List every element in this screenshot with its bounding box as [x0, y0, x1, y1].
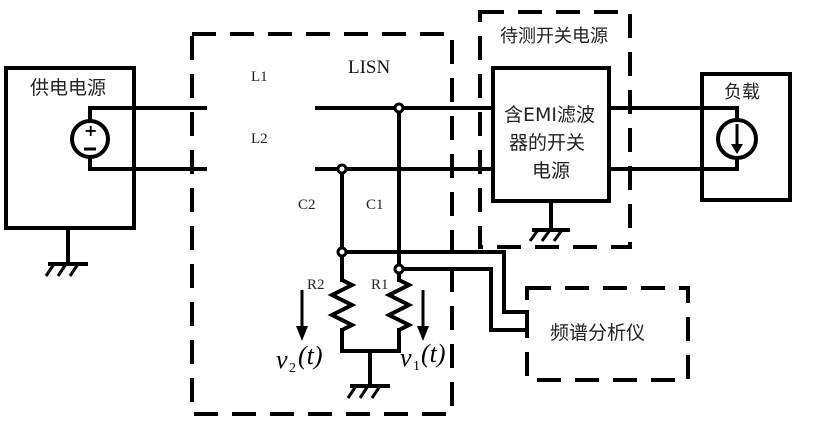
dut-box-line-2: 器的开关	[509, 132, 585, 154]
source-wire-l2	[88, 155, 207, 171]
load-wire-top	[607, 106, 739, 120]
arrow-down-icon	[296, 290, 308, 341]
dut-box-line-1: 含EMI滤波	[504, 104, 595, 126]
junction-node	[336, 246, 348, 258]
resistor-r1	[384, 267, 414, 353]
voltage-source-icon: +	[70, 119, 110, 159]
lisn-label: LISN	[348, 57, 391, 78]
svg-text:1: 1	[413, 359, 420, 374]
inductor-l2-label: L2	[251, 131, 268, 147]
ground-icon	[528, 228, 570, 242]
svg-text:v: v	[276, 345, 288, 374]
measure-wire-2	[340, 250, 529, 314]
svg-text:v: v	[400, 343, 412, 372]
voltage-v2-label: v 2 (t)	[276, 341, 323, 376]
spectrum-analyzer-label: 频谱分析仪	[550, 322, 645, 344]
voltage-v1-label: v 1 (t)	[400, 339, 446, 374]
spectrum-analyzer-boundary	[525, 286, 690, 382]
capacitor-c1-label: C1	[366, 197, 384, 213]
dut-boundary	[478, 10, 632, 249]
inductor-l1-label: L1	[251, 69, 268, 85]
load-box	[700, 72, 792, 202]
ground-icon	[346, 384, 390, 399]
ground-icon	[44, 262, 88, 277]
measure-wire-1	[397, 267, 529, 332]
current-source-icon	[716, 118, 758, 160]
resistor-r2-label: R2	[307, 277, 325, 293]
dut-box-line-3: 电源	[532, 160, 570, 182]
source-wire-l1	[88, 106, 207, 123]
svg-text:(t): (t)	[298, 341, 323, 370]
power-supply-label: 供电电源	[30, 77, 106, 99]
dut-group-label: 待测开关电源	[500, 26, 608, 47]
svg-text:(t): (t)	[421, 339, 446, 368]
junction-node	[393, 102, 405, 114]
junction-node	[336, 163, 348, 175]
load-wire-bottom	[607, 158, 739, 171]
resistor-r2	[327, 250, 357, 353]
plus-sign: +	[84, 121, 97, 140]
load-label: 负载	[724, 82, 760, 103]
capacitor-c2-label: C2	[298, 197, 316, 213]
lisn-boundary	[190, 32, 454, 416]
junction-node	[393, 263, 405, 275]
resistor-r1-label: R1	[371, 277, 389, 293]
power-supply-block: 供电电源 +	[4, 66, 207, 277]
arrow-down-icon	[417, 290, 429, 341]
svg-text:2: 2	[289, 361, 296, 376]
